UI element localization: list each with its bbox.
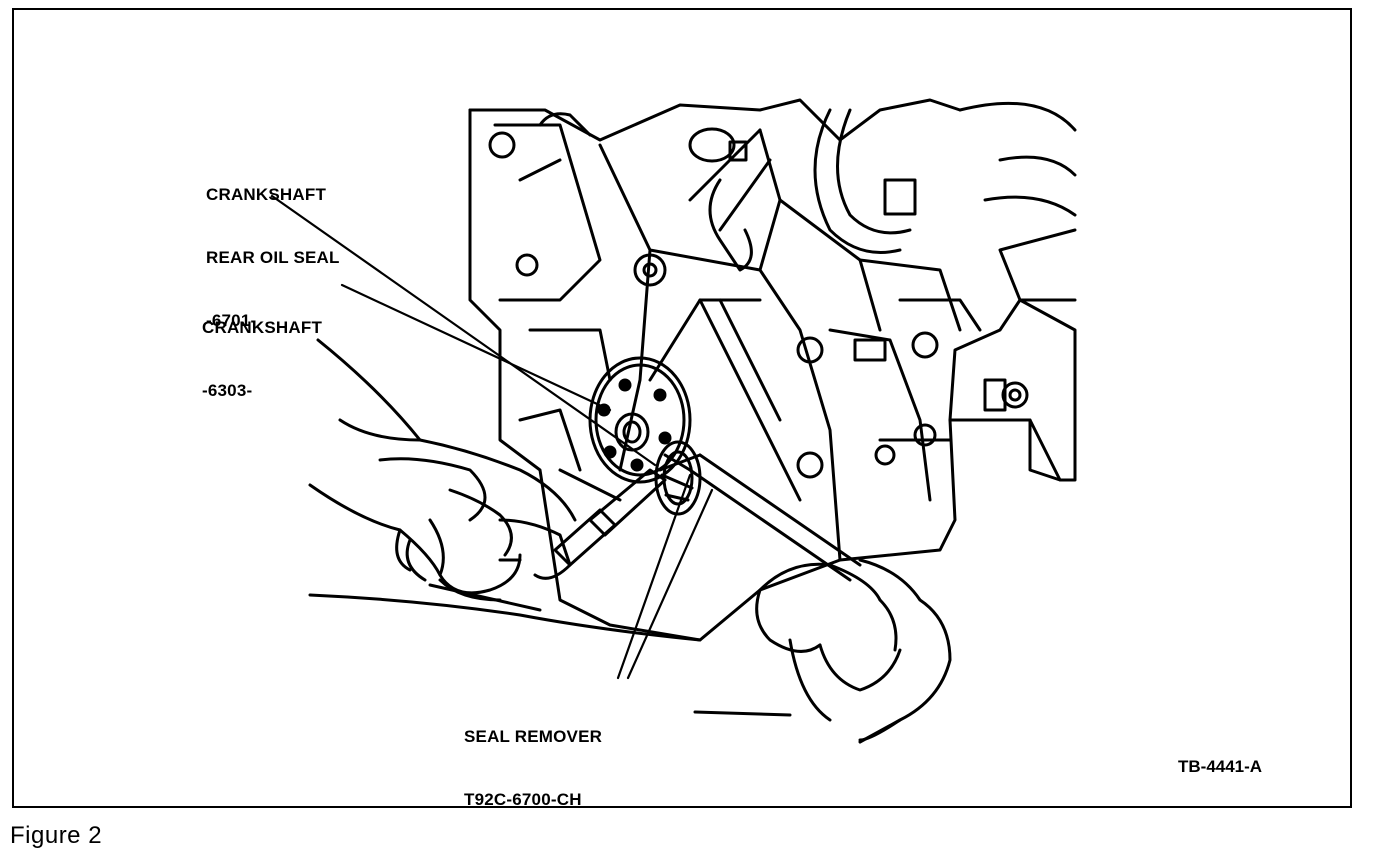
callout-line: -6701- bbox=[206, 311, 257, 330]
reference-code: TB-4441-A bbox=[1178, 757, 1263, 776]
leader-seal-remover-a bbox=[618, 475, 690, 678]
leader-rear-oil-seal bbox=[272, 196, 655, 465]
engine-block bbox=[470, 100, 1075, 640]
callout-rear-oil-seal: CRANKSHAFT REAR OIL SEAL -6701- bbox=[206, 142, 340, 352]
figure-frame bbox=[12, 8, 1352, 808]
figure-caption: Figure 2 bbox=[10, 822, 103, 849]
ground-lines bbox=[310, 585, 700, 640]
callout-line: CRANKSHAFT bbox=[202, 318, 323, 337]
callout-line: REAR OIL SEAL bbox=[206, 248, 340, 267]
seal-remover-tool bbox=[555, 455, 860, 580]
callout-line: T92C-6700-CH bbox=[464, 790, 582, 809]
leader-crankshaft bbox=[342, 285, 610, 410]
callout-line: -6303- bbox=[202, 381, 253, 400]
crankshaft-flange bbox=[590, 358, 690, 482]
callout-line: CRANKSHAFT bbox=[206, 185, 327, 204]
callout-seal-remover: SEAL REMOVER T92C-6700-CH bbox=[464, 684, 602, 831]
callout-line: SEAL REMOVER bbox=[464, 727, 603, 746]
callout-crankshaft: CRANKSHAFT -6303- bbox=[202, 275, 322, 422]
leader-lines bbox=[272, 196, 712, 678]
left-hand bbox=[310, 340, 575, 600]
leader-seal-remover-b bbox=[628, 490, 712, 678]
right-hand bbox=[695, 560, 950, 742]
